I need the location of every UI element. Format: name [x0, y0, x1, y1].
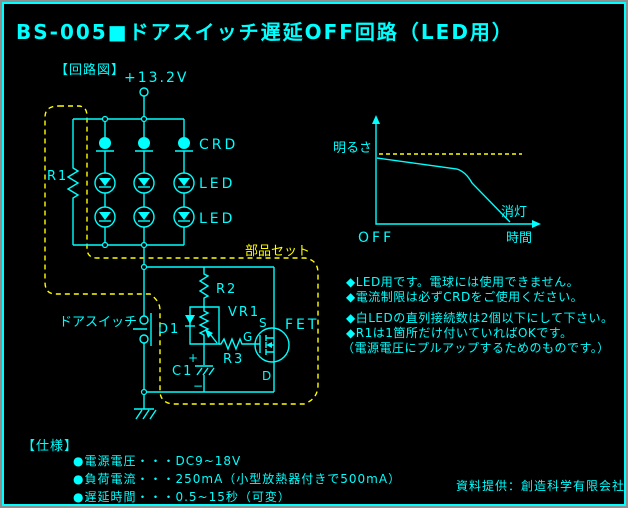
- fet-source-label: S: [259, 316, 267, 330]
- d1-label: D1: [158, 322, 180, 337]
- fet-label: FET: [285, 317, 319, 333]
- graph-turn-off-label: 消灯: [501, 205, 527, 220]
- page-title: BS-005■ドアスイッチ遅延OFF回路（LED用）: [16, 20, 514, 44]
- parts-set-label: 部品セット: [245, 244, 310, 259]
- crd-led-branch-2: [133, 119, 155, 245]
- fet-gate-label: G: [243, 330, 252, 344]
- brightness-graph: 明るさ 消灯 OFF 時間: [333, 115, 541, 246]
- note-line: ◆白LEDの直列接続数は2個以下にして下さい。: [346, 311, 614, 325]
- specs-section-label: 【仕様】: [22, 439, 79, 454]
- graph-axes: [375, 123, 533, 225]
- graph-y-axis-label: 明るさ: [333, 141, 372, 156]
- brightness-decay-curve: [376, 157, 511, 223]
- graph-x-axis-label: 時間: [506, 231, 532, 246]
- door-switch: [133, 313, 152, 346]
- r1-resistor: [66, 119, 80, 245]
- power-supply-terminal: [139, 87, 149, 119]
- r2-resistor: [198, 267, 210, 307]
- y-axis-arrow-icon: [372, 115, 380, 124]
- r2-label: R2: [216, 282, 237, 297]
- led-row1-label: LED: [199, 176, 235, 192]
- r3-resistor: [219, 337, 255, 351]
- led-symbol: [173, 206, 195, 228]
- crd-symbol: [175, 137, 193, 152]
- led-symbol: [94, 206, 116, 228]
- x-axis-arrow-icon: [532, 220, 541, 228]
- spec-item: ●負荷電流・・・250mA（小型放熱器付きで500mA）: [73, 472, 402, 486]
- led-symbol: [94, 172, 116, 194]
- crd-led-branch-1: [94, 119, 116, 245]
- c1-capacitor: [195, 344, 215, 392]
- c1-minus-label: −: [193, 379, 203, 393]
- led-symbol: [133, 172, 155, 194]
- led-symbol: [133, 206, 155, 228]
- fet-drain-label: D: [262, 369, 271, 383]
- led-row2-label: LED: [199, 211, 235, 227]
- r1-label: R1: [47, 169, 68, 184]
- crd-row-label: CRD: [199, 137, 238, 153]
- vr1-label: VR1: [228, 305, 260, 320]
- junction-nodes: [101, 115, 148, 396]
- circuit-section-label: 【回路図】: [55, 63, 126, 78]
- led-symbol: [173, 172, 195, 194]
- door-switch-label: ドアスイッチ: [59, 315, 137, 330]
- d1-diode: [185, 315, 195, 327]
- ground-symbol: [134, 408, 157, 420]
- note-line: ◆LED用です。電球には使用できません。: [346, 275, 580, 289]
- crd-symbol: [135, 137, 153, 152]
- crd-symbol: [96, 137, 114, 152]
- r3-label: R3: [223, 352, 244, 367]
- c1-plus-label: +: [188, 351, 198, 365]
- spec-item: ●電源電圧・・・DC9~18V: [73, 454, 242, 468]
- note-line: ◆R1は1箇所だけ付いていればOKです。: [346, 326, 573, 340]
- c1-label: C1: [172, 364, 193, 379]
- note-line: （電源電圧にプルアップするためのものです。）: [342, 341, 610, 355]
- graph-origin-label: OFF: [358, 230, 394, 246]
- spec-item: ●遅延時間・・・0.5~15秒（可変）: [73, 490, 291, 504]
- credit-text: 資料提供：創造科学有限会社: [456, 479, 626, 493]
- fet-transistor: [254, 267, 290, 392]
- note-line: ◆電流制限は必ずCRDをご使用ください。: [346, 290, 584, 304]
- parts-set-outline: [44, 105, 319, 405]
- crd-led-branch-3: [173, 119, 195, 245]
- supply-voltage-label: +13.2V: [124, 70, 188, 86]
